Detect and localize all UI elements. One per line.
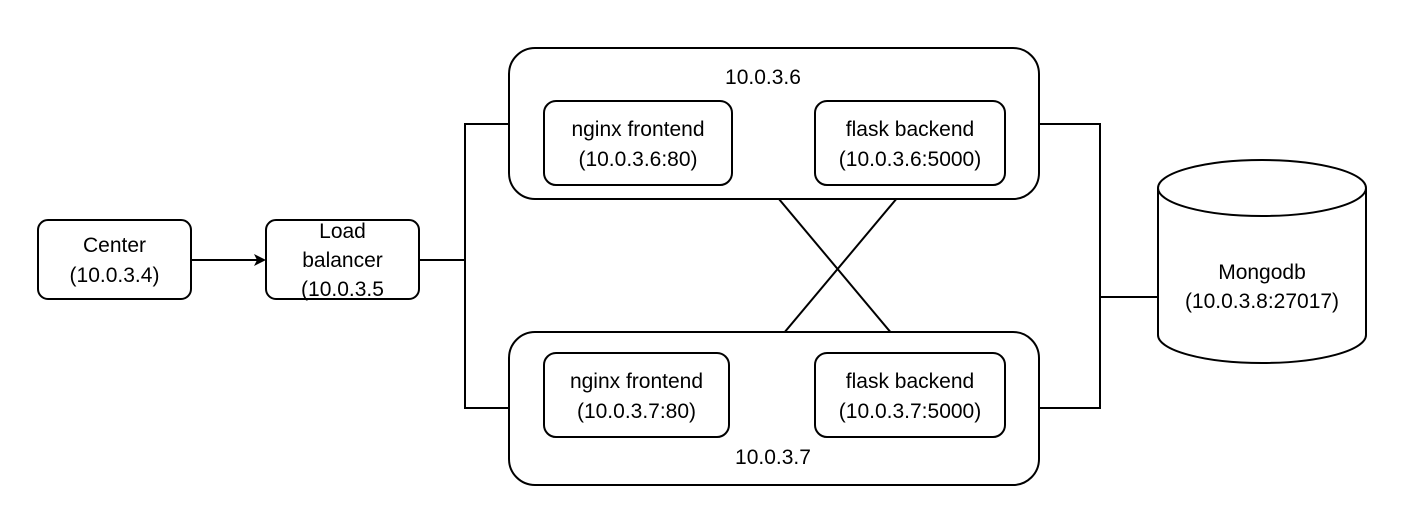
load-balancer-address: (10.0.3.5 (301, 278, 384, 301)
host-a-label: 10.0.3.6 (725, 66, 801, 89)
mongodb-address: (10.0.3.8:27017) (1185, 290, 1339, 313)
host-b-label: 10.0.3.7 (735, 446, 811, 469)
center-address: (10.0.3.4) (70, 264, 160, 287)
nginx-frontend-b-name: nginx frontend (570, 370, 703, 393)
nginx-frontend-b-address: (10.0.3.7:80) (577, 400, 696, 423)
load-balancer-name-line2: balancer (302, 249, 383, 272)
edge-load-balancer-to-hosts (464, 123, 509, 409)
center-node: Center (10.0.3.4) (37, 219, 192, 300)
flask-backend-a-address: (10.0.3.6:5000) (839, 148, 981, 171)
center-name: Center (83, 234, 146, 257)
load-balancer-node: Load balancer (10.0.3.5 (265, 219, 420, 301)
nginx-frontend-a-address: (10.0.3.6:80) (578, 148, 697, 171)
flask-backend-a-node: flask backend (10.0.3.6:5000) (814, 100, 1006, 186)
nginx-frontend-b-node: nginx frontend (10.0.3.7:80) (543, 352, 730, 438)
flask-backend-a-name: flask backend (846, 118, 974, 141)
edge-hosts-to-mongodb-bracket (1040, 123, 1101, 409)
load-balancer-name-line1: Load (319, 220, 366, 243)
database-cylinder-body (1157, 188, 1367, 364)
database-cylinder-top (1157, 159, 1367, 217)
mongodb-name: Mongodb (1218, 261, 1306, 284)
nginx-frontend-a-name: nginx frontend (571, 118, 704, 141)
flask-backend-b-name: flask backend (846, 370, 974, 393)
flask-backend-b-address: (10.0.3.7:5000) (839, 400, 981, 423)
mongodb-node: Mongodb (10.0.3.8:27017) (1157, 159, 1367, 364)
flask-backend-b-node: flask backend (10.0.3.7:5000) (814, 352, 1006, 438)
nginx-frontend-a-node: nginx frontend (10.0.3.6:80) (543, 100, 733, 186)
